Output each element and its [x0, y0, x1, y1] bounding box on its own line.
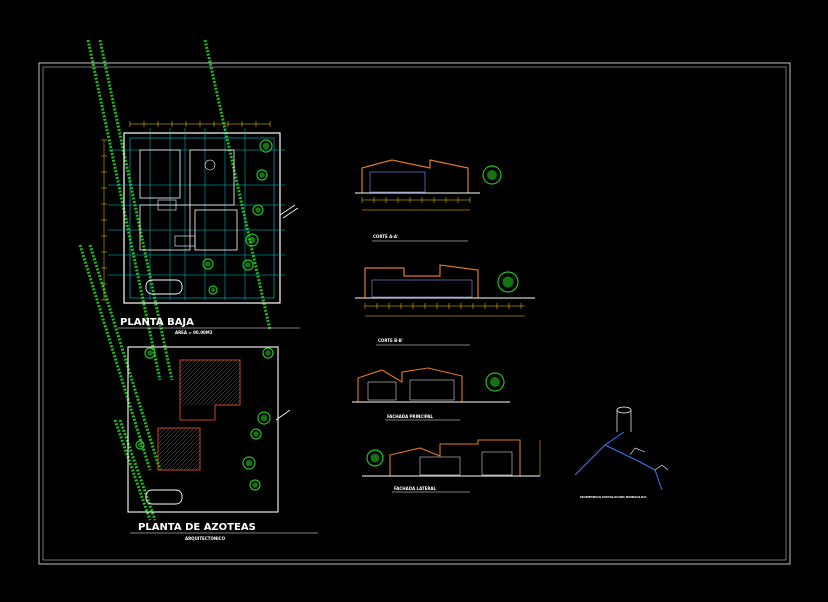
tree-icon: [135, 440, 145, 450]
tree-icon: [144, 347, 156, 359]
roof-plan: PLANTA DE AZOTEAS ARQUITECTONICO: [127, 346, 318, 541]
section-b-title: CORTE B-B': [378, 338, 403, 343]
ground-plan-title: PLANTA BAJA: [120, 317, 194, 328]
tree-icon: [262, 347, 274, 359]
tree-icon: [202, 258, 214, 270]
section-a: CORTE A-A': [355, 159, 502, 242]
tree-icon: [250, 428, 262, 440]
section-a-title: CORTE A-A': [373, 234, 398, 239]
roof-hatch-upper: [179, 359, 241, 406]
tree-icon: [208, 285, 218, 295]
car-roof-icon: [145, 489, 183, 505]
sheet-outer-frame: [38, 62, 791, 565]
tree-icon: [485, 372, 505, 392]
roof-trees: [135, 347, 274, 491]
tree-icon: [252, 204, 264, 216]
tree-icon: [242, 259, 254, 271]
section-b-dimensions: [364, 303, 525, 317]
ground-plan-area: AREA = 00.00M2: [175, 330, 213, 335]
facade-main-trees: [485, 372, 505, 392]
facade-main-title: FACHADA PRINCIPAL: [387, 414, 433, 419]
tree-icon: [366, 449, 384, 467]
tree-icon: [242, 456, 256, 470]
tree-icon: [245, 233, 259, 247]
tree-icon: [249, 479, 261, 491]
section-a-trees: [482, 165, 502, 185]
facade-side: FACHADA LATERAL: [362, 439, 541, 493]
facade-side-trees: [366, 449, 384, 467]
isometric-piping: ISOMETRICO INSTALACION HIDRAULICA: [574, 406, 669, 499]
roof-hatch-lower: [157, 427, 201, 471]
tree-icon: [256, 169, 268, 181]
section-a-dimensions: [361, 197, 471, 211]
ground-plan-dimensions: [101, 121, 271, 301]
isometric-title: ISOMETRICO INSTALACION HIDRAULICA: [580, 495, 647, 499]
tree-icon: [482, 165, 502, 185]
facade-main: FACHADA PRINCIPAL: [352, 367, 510, 421]
ground-floor-plan: PLANTA BAJA AREA = 00.00M2: [101, 121, 300, 335]
section-b-trees: [497, 271, 519, 293]
sheet-inner-frame: [42, 66, 787, 561]
section-b: CORTE B-B': [355, 264, 535, 346]
car-icon: [145, 279, 183, 295]
plan-trees: [202, 139, 273, 295]
tree-icon: [257, 411, 271, 425]
tree-icon: [259, 139, 273, 153]
tree-icon: [497, 271, 519, 293]
roof-plan-sub: ARQUITECTONICO: [185, 536, 226, 541]
roof-plan-title: PLANTA DE AZOTEAS: [138, 522, 256, 533]
facade-side-title: FACHADA LATERAL: [394, 486, 437, 491]
ground-plan-gridlines: [108, 128, 285, 300]
